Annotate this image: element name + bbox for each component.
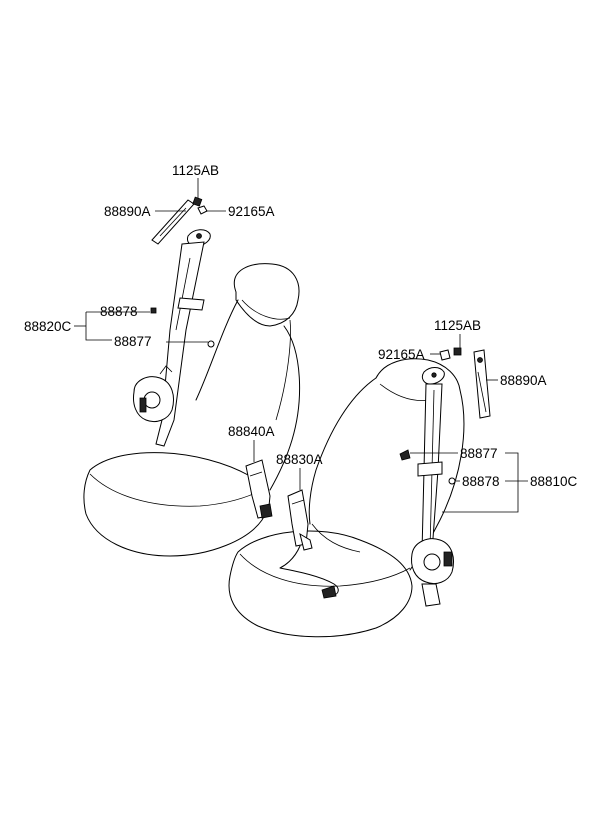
label-cover-right-b: 88877 [460,446,498,461]
left-cover-88877 [207,340,215,348]
label-cover-left-b: 88877 [114,334,152,349]
label-nut-left: 92165A [228,204,275,219]
right-nut [439,349,451,361]
right-bolt [453,347,462,356]
label-cover-left-a: 88878 [100,304,138,319]
right-belt-guide [473,349,491,419]
left-buckle [245,459,273,519]
left-bolt [192,196,203,207]
part-labels: 1125AB 88890A 92165A 88878 88820C 88877 … [24,163,578,489]
label-assy-right: 88810C [530,474,578,489]
left-seat [83,263,301,557]
label-buckle-right: 88830A [276,452,323,467]
right-buckle [279,489,339,599]
right-belt-assembly [399,347,491,607]
left-cover-88878 [150,307,157,314]
right-cover-88878 [448,477,456,485]
label-bolt-right: 1125AB [434,318,481,333]
label-guide-left: 88890A [104,204,151,219]
label-assy-left: 88820C [24,319,72,334]
left-belt-assembly [133,196,215,447]
label-cover-right-a: 88878 [462,474,500,489]
label-nut-right: 92165A [378,347,425,362]
label-guide-right: 88890A [500,373,547,388]
label-bolt-left: 1125AB [172,163,219,178]
leader-lines [74,178,528,513]
left-nut [197,205,208,215]
right-cover-88877 [399,449,411,461]
label-buckle-left: 88840A [228,424,275,439]
